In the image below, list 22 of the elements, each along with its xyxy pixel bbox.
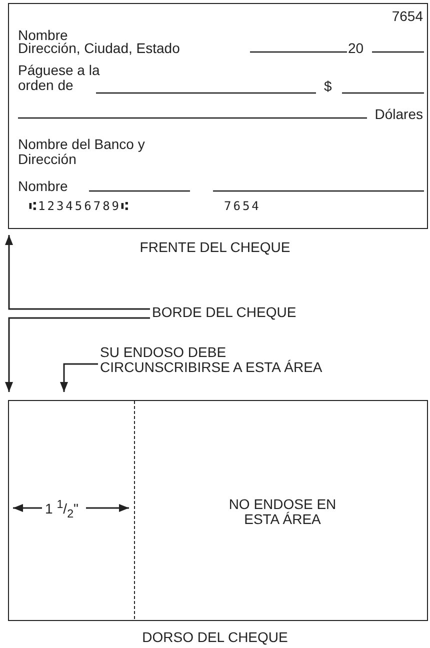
currency-label: Dólares xyxy=(374,107,423,122)
arrow xyxy=(5,235,150,310)
edge-caption: BORDE DEL CHEQUE xyxy=(152,305,296,320)
name-label: Nombre xyxy=(18,28,68,43)
check-front xyxy=(8,3,428,229)
dollar-sign: $ xyxy=(324,79,332,94)
year-label: 20 xyxy=(348,41,364,56)
check-side-label: FRENTE DEL CHEQUE xyxy=(138,240,292,256)
routing-number: ⑆123456789⑆ xyxy=(29,200,130,214)
warning-text: NO ENDOSE EN ESTA ÁREA xyxy=(228,497,338,528)
signature-label: Nombre xyxy=(18,179,68,194)
payee-label: Páguese a la orden de xyxy=(18,63,101,94)
instruction-text: SU ENDOSO DEBE CIRCUNSCRIBIRSE A ESTA ÁREA xyxy=(100,345,324,376)
check-side-label: DORSO DEL CHEQUE xyxy=(141,630,289,646)
address-label: Dirección, Ciudad, Estado xyxy=(18,41,180,56)
dimension-label: 1 $^{1}$/$_{2}$" xyxy=(45,499,79,522)
bank-label: Nombre del Banco y Dirección xyxy=(18,137,146,168)
leader-line xyxy=(60,363,98,392)
check-back xyxy=(8,400,428,621)
check-number: 7654 xyxy=(392,9,423,24)
arrow xyxy=(5,317,150,392)
account-number: 7654 xyxy=(224,200,261,214)
